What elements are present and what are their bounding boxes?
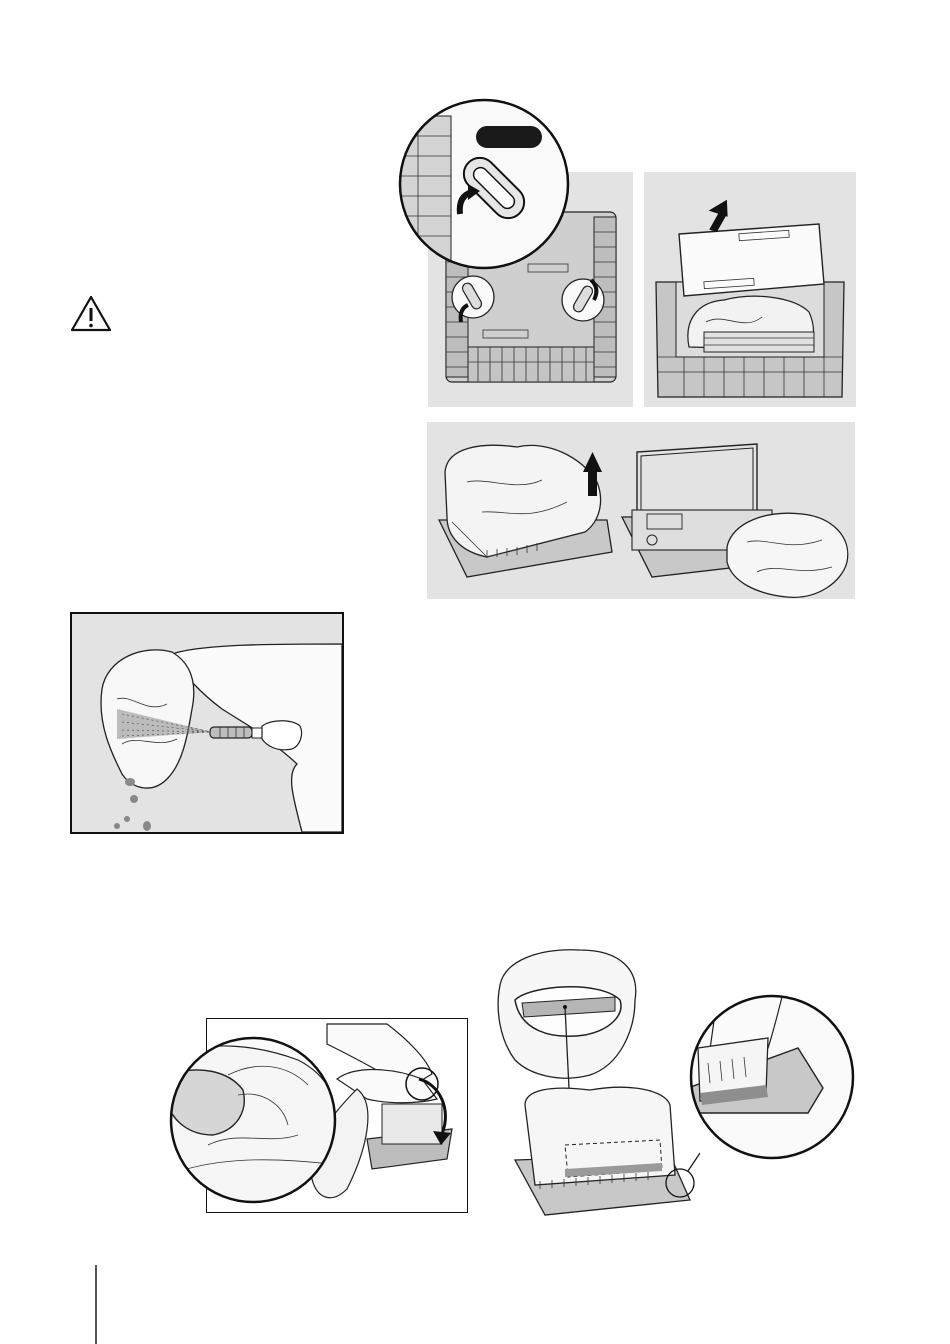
figure-remove-filter-bag [427, 422, 855, 599]
figure-lift-cover [644, 172, 856, 407]
latch-magnifier-icon [396, 96, 572, 272]
page-margin-rule [95, 1265, 97, 1344]
corner-magnifier-icon [688, 993, 856, 1161]
bag-edge-magnifier-icon [168, 1035, 338, 1205]
warning-triangle-icon [70, 295, 112, 333]
figure-rinse-filter-bag [70, 612, 344, 834]
figure-check-bag-seating [490, 945, 700, 1220]
